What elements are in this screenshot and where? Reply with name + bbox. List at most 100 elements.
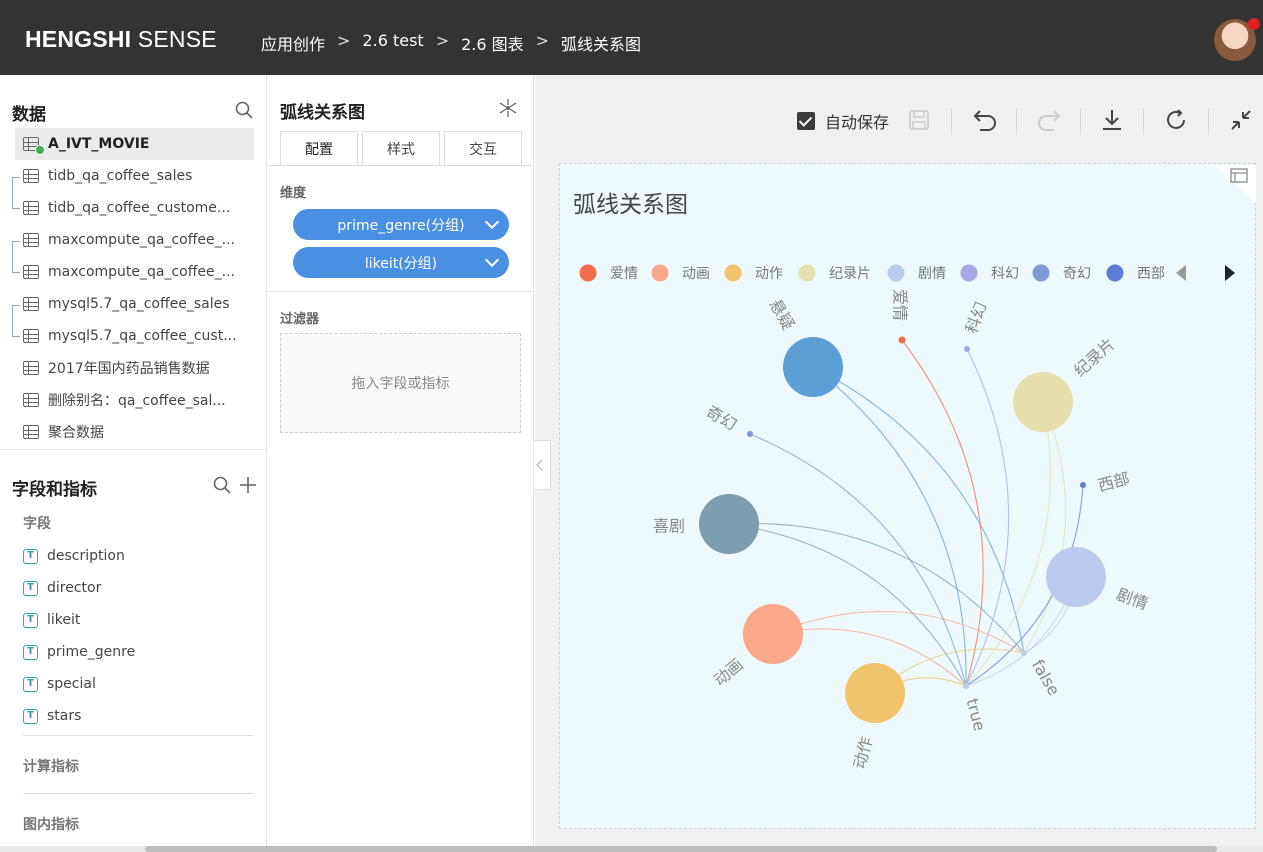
chart-node[interactable] (699, 494, 759, 554)
dataset-item[interactable]: tidb_qa_coffee_custome... (15, 192, 254, 224)
node-label: 西部 (1096, 469, 1132, 496)
legend-item[interactable]: 爱情 (579, 264, 639, 283)
search-icon[interactable] (213, 476, 231, 494)
dataset-item[interactable]: A_IVT_MOVIE (15, 128, 254, 160)
table-icon (23, 201, 39, 215)
autosave-checkbox[interactable] (797, 112, 815, 130)
relation-link[interactable] (965, 348, 1010, 687)
legend-prev-icon[interactable] (1176, 265, 1186, 281)
chart-legend: 爱情 动画 动作 纪录片剧情科幻 奇幻西部 (579, 259, 1184, 287)
dataset-item[interactable]: 聚合数据 (15, 416, 254, 448)
link-bracket (12, 177, 20, 209)
legend-item[interactable]: 动作 (724, 264, 784, 283)
tab-style[interactable]: 样式 (362, 131, 440, 166)
relation-link[interactable] (728, 522, 1025, 654)
horizontal-scrollbar[interactable] (0, 846, 1263, 852)
refresh-icon[interactable] (1164, 108, 1188, 132)
breadcrumb-item[interactable]: 2.6 图表 (461, 35, 524, 54)
relation-link[interactable] (965, 401, 1051, 687)
legend-label: 动画 (682, 266, 710, 282)
legend-item[interactable]: 科幻 (960, 264, 1020, 283)
relation-link[interactable] (965, 484, 1084, 687)
node-label: false (1028, 656, 1063, 698)
chart-node[interactable] (1013, 372, 1073, 432)
legend-item[interactable]: 奇幻 (1032, 264, 1092, 283)
relation-link[interactable] (812, 366, 967, 687)
dataset-item[interactable]: tidb_qa_coffee_sales (15, 160, 254, 192)
text-type-icon: T (23, 708, 38, 724)
dimension-label: 维度 (280, 186, 307, 201)
dataset-item[interactable]: 2017年国内药品销售数据 (15, 352, 254, 384)
divider (1208, 108, 1209, 134)
chevron-down-icon[interactable] (484, 214, 500, 230)
legend-label: 奇幻 (1063, 265, 1091, 282)
relation-link[interactable] (772, 610, 1025, 654)
dataset-item[interactable]: maxcompute_qa_coffee_... (15, 224, 254, 256)
chart-node[interactable] (1080, 482, 1086, 488)
breadcrumb-item[interactable]: 应用创作 (261, 35, 326, 54)
legend-item[interactable]: 西部 (1106, 264, 1166, 283)
dataset-item[interactable]: maxcompute_qa_coffee_... (15, 256, 254, 288)
legend-item[interactable]: 动画 (651, 264, 711, 283)
divider (0, 449, 267, 450)
chart-node[interactable] (743, 604, 803, 664)
brand-logo[interactable]: HENGSHI SENSE (25, 26, 217, 52)
legend-label: 动作 (755, 266, 783, 282)
chart-name[interactable]: 弧线关系图 (280, 103, 365, 123)
save-icon[interactable] (908, 109, 930, 131)
card-menu-icon[interactable] (1214, 165, 1256, 203)
chart-node[interactable] (783, 337, 843, 397)
relation-link[interactable] (901, 339, 984, 687)
field-label: likeit (47, 612, 81, 628)
filter-dropzone[interactable]: 拖入字段或指标 (280, 333, 521, 433)
chart-node[interactable] (1046, 547, 1106, 607)
dataset-item[interactable]: mysql5.7_qa_coffee_cust... (15, 320, 254, 352)
dataset-item[interactable]: mysql5.7_qa_coffee_sales (15, 288, 254, 320)
tab-config[interactable]: 配置 (280, 131, 358, 166)
relation-link[interactable] (1023, 401, 1067, 654)
dimension-pill[interactable]: likeit(分组) (293, 247, 509, 278)
search-icon[interactable] (235, 101, 253, 119)
relation-link[interactable] (749, 433, 967, 687)
calc-metrics-heading[interactable]: 计算指标 (23, 759, 79, 775)
tab-interaction[interactable]: 交互 (444, 131, 522, 166)
chart-card[interactable] (559, 163, 1256, 829)
chart-node[interactable] (964, 346, 970, 352)
chart-node[interactable] (898, 336, 906, 344)
legend-item[interactable]: 纪录片 (798, 264, 872, 283)
dataset-label: 聚合数据 (48, 425, 104, 441)
download-icon[interactable] (1101, 108, 1123, 132)
breadcrumb-item[interactable]: 2.6 test (362, 31, 424, 50)
dimension-pill[interactable]: prime_genre(分组) (293, 209, 509, 240)
inchart-metrics-heading[interactable]: 图内指标 (23, 817, 79, 833)
legend-item[interactable]: 剧情 (887, 264, 947, 283)
table-icon (23, 425, 39, 439)
chart-node[interactable] (747, 431, 753, 437)
arc-relation-chart: 爱情动画动作纪录片剧情科幻奇幻西部 悬疑爱情科幻纪录片西部剧情falsetrue… (579, 165, 1256, 771)
chevron-down-icon[interactable] (484, 252, 500, 268)
undo-icon[interactable] (972, 108, 998, 132)
collapse-panel-handle[interactable] (534, 440, 551, 490)
chart-node[interactable] (845, 663, 905, 723)
chart-type-icon[interactable] (497, 97, 519, 119)
redo-icon[interactable] (1036, 108, 1062, 132)
legend-next-icon[interactable] (1225, 265, 1235, 281)
relation-link[interactable] (812, 366, 1025, 654)
chart-node[interactable] (963, 683, 969, 689)
table-icon (23, 233, 39, 247)
relation-link[interactable] (728, 523, 967, 687)
dataset-item[interactable]: 删除别名：qa_coffee_sal... (15, 384, 254, 416)
legend-label: 纪录片 (829, 266, 871, 282)
chart-node[interactable] (1021, 650, 1027, 656)
toolbar: 自动保存 (797, 106, 889, 136)
collapse-icon[interactable] (1229, 108, 1253, 132)
plus-icon[interactable] (239, 476, 257, 494)
scrollbar-thumb[interactable] (145, 846, 1217, 852)
text-type-icon: T (23, 676, 38, 692)
